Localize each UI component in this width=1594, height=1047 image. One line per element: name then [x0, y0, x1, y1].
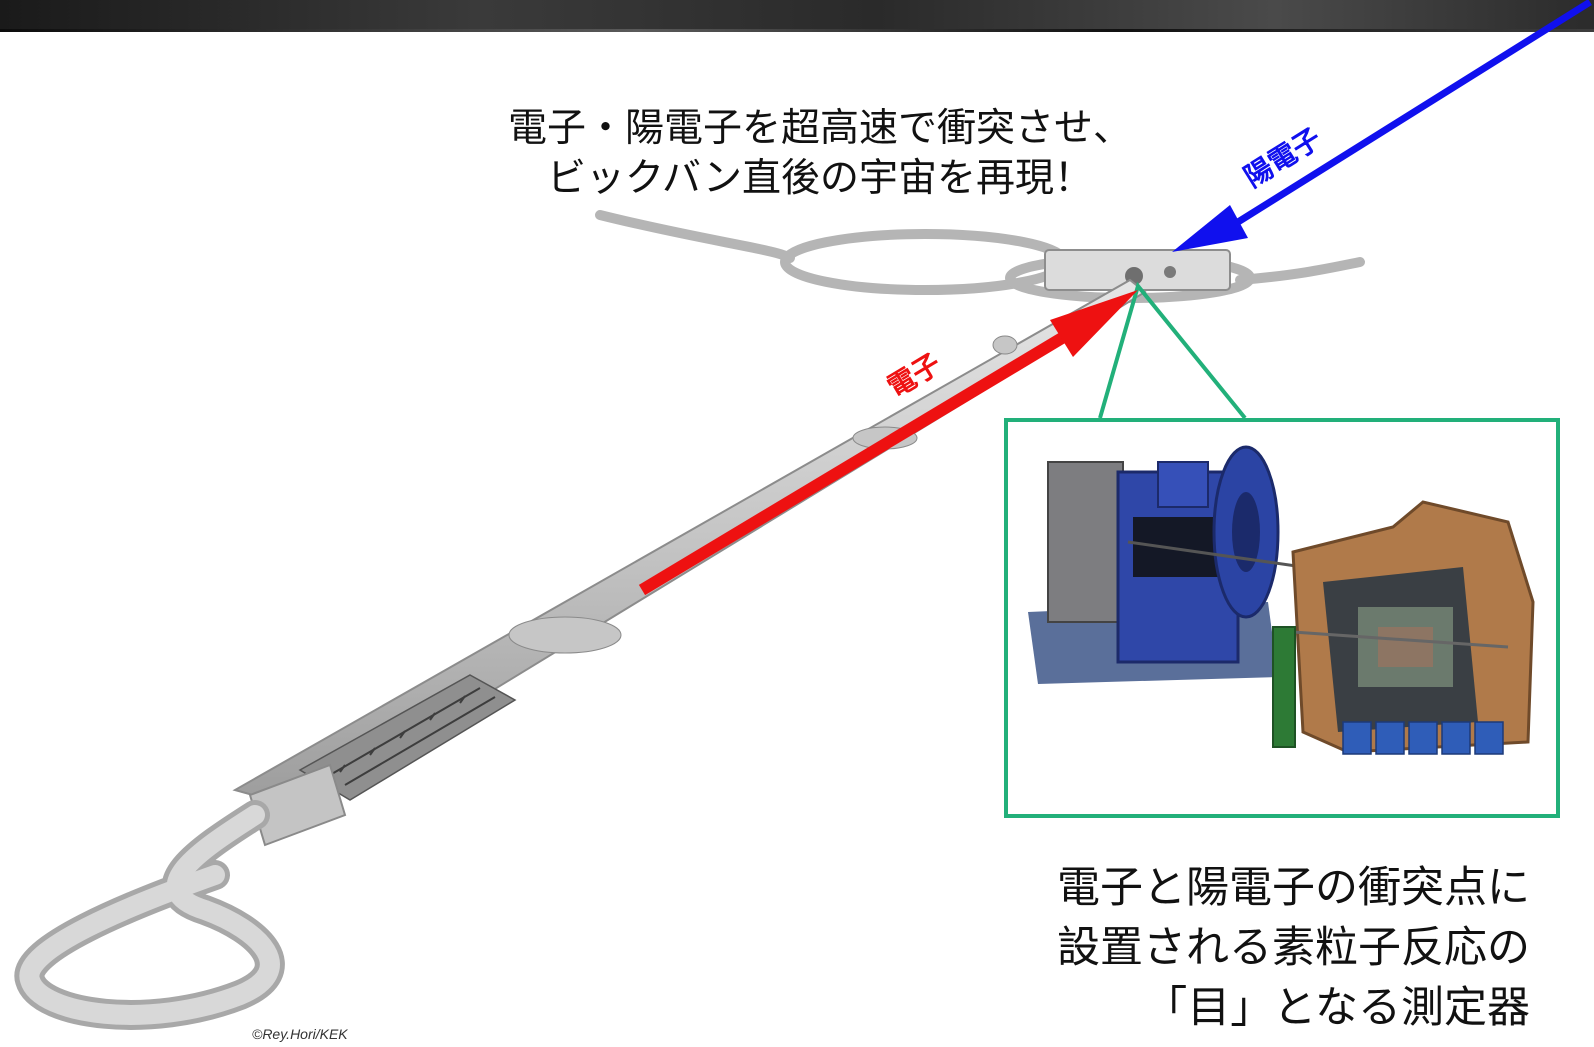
callout-pointer — [1098, 281, 1247, 420]
detector-callout-box — [1004, 418, 1560, 818]
interaction-hall — [1044, 249, 1231, 291]
caption-line-2: 設置される素粒子反応の — [1057, 923, 1530, 973]
positron-beam-arrow — [1172, 0, 1592, 252]
detector-right-assembly — [1272, 500, 1535, 755]
electron-beam-arrow — [638, 290, 1138, 596]
image-credit: ©Rey.Hori/KEK — [252, 1026, 348, 1042]
headline-line-2: ビックバン直後の宇宙を再現！ — [546, 156, 1093, 201]
caption-line-3: 「目」となる測定器 — [1144, 983, 1530, 1033]
damping-ring — [595, 210, 1365, 303]
positron-beam-label: 陽電子 — [1239, 122, 1327, 193]
caption-line-1: 電子と陽電子の衝突点に — [1057, 863, 1530, 913]
top-banner-bar — [0, 0, 1594, 32]
detector-caption: 電子と陽電子の衝突点に 設置される素粒子反応の 「目」となる測定器 — [1000, 858, 1530, 1038]
headline: 電子・陽電子を超高速で衝突させ、 ビックバン直後の宇宙を再現！ — [430, 104, 1210, 204]
linac-tunnel — [14, 278, 1147, 1030]
detector-left-assembly — [1028, 445, 1339, 684]
headline-line-1: 電子・陽電子を超高速で衝突させ、 — [507, 106, 1132, 151]
detector-illustration — [1028, 445, 1535, 755]
